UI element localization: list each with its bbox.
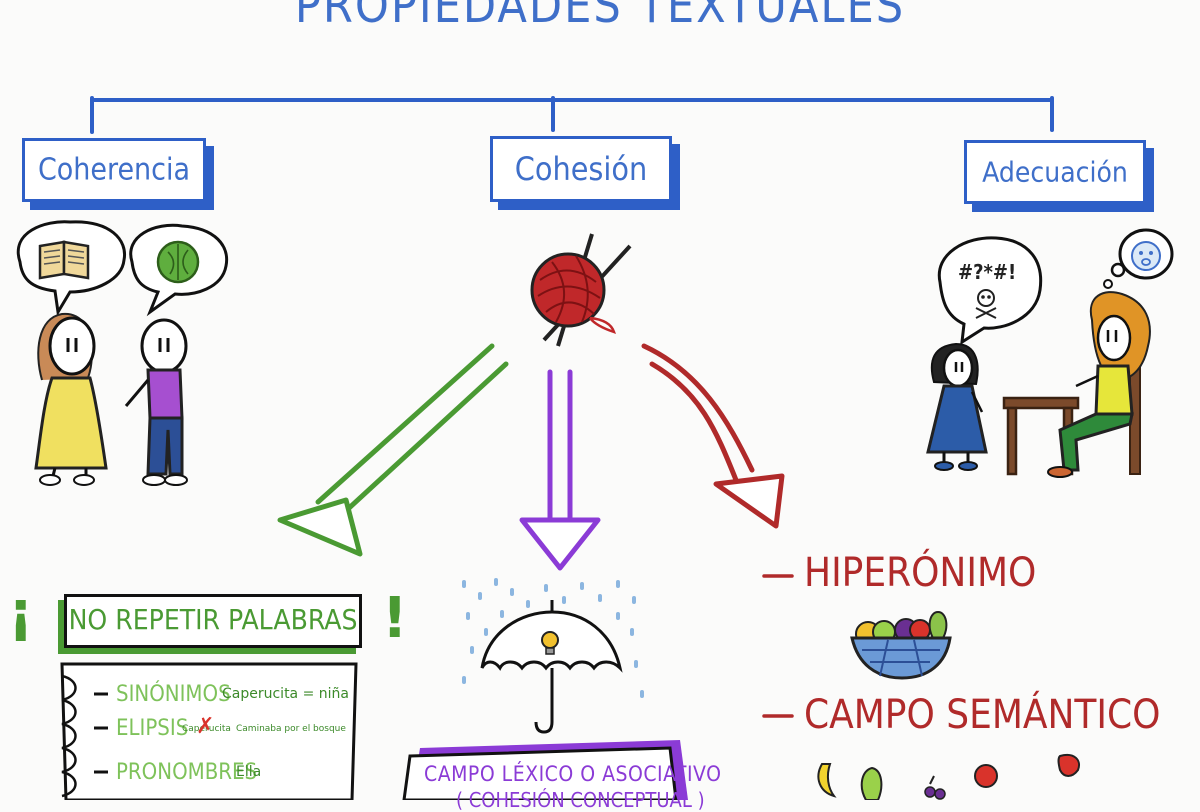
child-figure [926, 342, 988, 471]
swear-speech-bubble [937, 236, 1043, 345]
red-arrow [641, 343, 785, 529]
category-coherencia: Coherencia [22, 138, 206, 202]
book-thought-bubble [16, 220, 127, 317]
girl-figure [34, 312, 108, 486]
title-bracket [90, 96, 1054, 134]
item-elipsis-struck: Caperucita [182, 724, 231, 734]
pear-icon [860, 766, 883, 800]
purple-arrow [519, 369, 601, 571]
cabbage-icon [156, 240, 200, 284]
lexical-line-1: Campo Léxico o Asociativo [424, 762, 722, 786]
thought-bubble-small [1103, 228, 1174, 289]
item-sinonimos-example: Caperucita = niña [222, 686, 349, 702]
speech-symbols: #?*#! [958, 260, 1017, 284]
category-adecuacion-label: Adecuación [982, 155, 1128, 189]
book-icon [38, 240, 90, 280]
category-cohesion-label: Cohesión [514, 150, 648, 188]
apple-icon [974, 764, 998, 788]
notes-card [60, 662, 358, 800]
green-arrow [277, 343, 509, 557]
category-adecuacion: Adecuación [964, 140, 1146, 204]
boy-figure [124, 318, 188, 486]
banana-icon [817, 763, 837, 798]
umbrella-icon [480, 600, 623, 734]
yarn-ball-icon [530, 233, 632, 347]
worried-face-icon [1131, 241, 1161, 271]
fruit-bowl-icon [850, 610, 952, 680]
item-pronombres-example: Ella [236, 764, 262, 780]
item-elipsis-example: Caminaba por el bosque [236, 724, 346, 734]
item-pronombres-term: Pronombres [116, 760, 258, 785]
category-coherencia-label: Coherencia [37, 152, 191, 188]
no-repetir-box: No repetir palabras [64, 594, 362, 648]
lexical-field-card [402, 740, 688, 800]
cabbage-thought-bubble [129, 223, 229, 317]
hiperonimo-label: Hiperónimo [804, 550, 1037, 596]
lexical-line-2: ( Cohesión conceptual ) [456, 788, 705, 812]
page-title: PROPIEDADES TEXTUALES [294, 0, 906, 34]
fruits-row-icons [817, 754, 1080, 800]
teacher-figure [1047, 291, 1151, 478]
exclamation-open: ¡ [8, 580, 34, 645]
item-sinonimos-term: Sinónimos [116, 682, 231, 707]
lightbulb-icon [541, 631, 559, 655]
item-elipsis-term: Elipsis [116, 716, 189, 741]
exclamation-close: ! [382, 586, 408, 651]
campo-semantico-label: Campo semántico [804, 692, 1161, 738]
skull-icon [975, 289, 997, 319]
grapes-icon [924, 775, 946, 800]
no-repetir-heading: No repetir palabras [68, 603, 358, 636]
category-cohesion: Cohesión [490, 136, 672, 202]
red-dashes [762, 574, 794, 718]
strawberry-icon [1057, 754, 1080, 777]
strike-x-icon: ✗ [196, 714, 215, 739]
rain-drops [462, 578, 644, 698]
